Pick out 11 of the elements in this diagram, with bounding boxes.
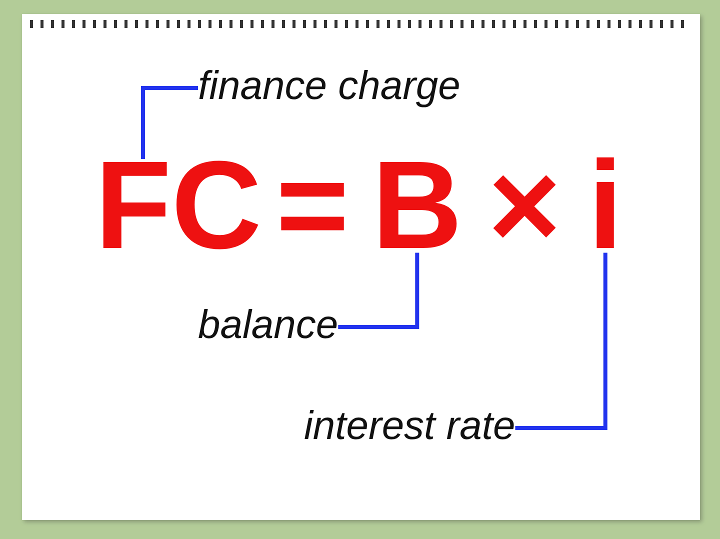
math-operator: × (488, 159, 561, 253)
math-operator: = (276, 159, 349, 253)
leader-line (515, 252, 608, 430)
annotation-text: interest rate (304, 406, 516, 446)
annotation-text: finance charge (198, 66, 460, 106)
leader-line (141, 86, 198, 159)
leader-line (338, 252, 420, 329)
formula-term: i (588, 159, 623, 253)
annotation-text: balance (198, 305, 338, 345)
formula-term: FC (95, 159, 262, 253)
formula-term: B (372, 159, 462, 253)
